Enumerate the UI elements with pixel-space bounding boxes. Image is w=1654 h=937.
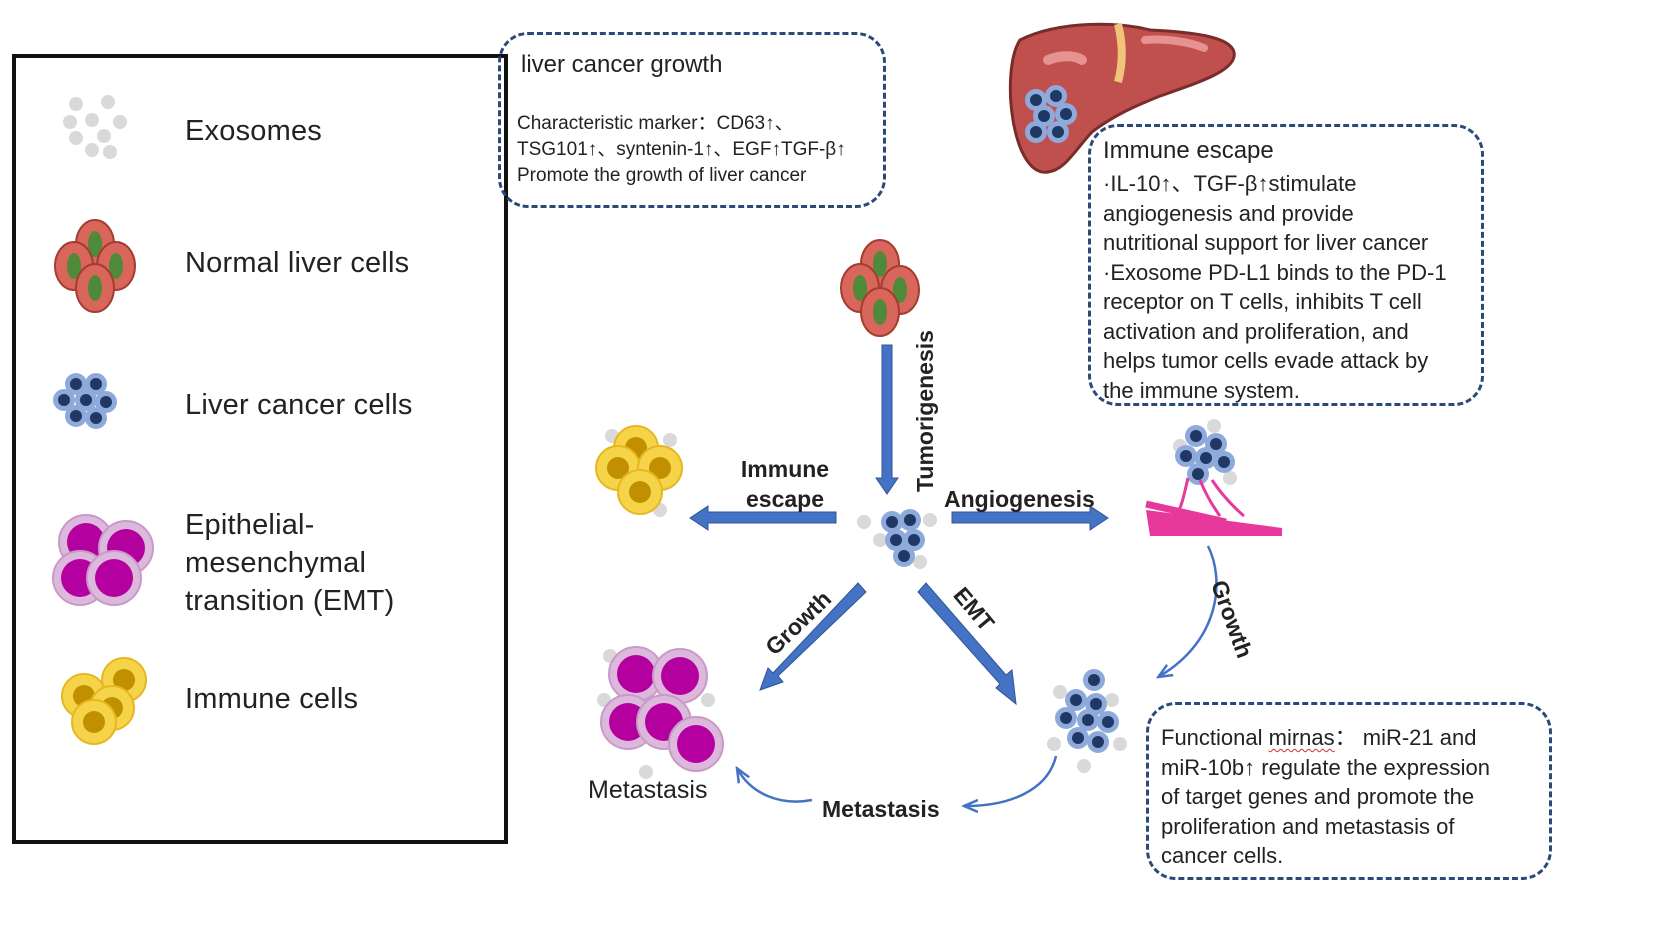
immune-box-title: Immune escape bbox=[1103, 137, 1274, 164]
growth-box-text: Characteristic marker：CD63↑、 TSG101↑、syn… bbox=[517, 113, 846, 186]
arrow-tumorigenesis bbox=[875, 344, 899, 495]
legend-normal-liver-cells-icon bbox=[54, 219, 136, 313]
label-immune-escape: Immune escape bbox=[740, 456, 830, 512]
legend-exosomes-icon bbox=[63, 95, 127, 159]
center-normal-liver-cells bbox=[840, 239, 920, 337]
arrow-growth-left bbox=[759, 582, 867, 691]
legend-label-normal-liver-cells: Normal liver cells bbox=[185, 247, 410, 279]
label-metastasis-arrow: Metastasis bbox=[822, 796, 940, 822]
angiogenesis-cluster bbox=[1145, 419, 1282, 536]
metastasis-emt-cluster bbox=[597, 646, 724, 779]
arrow-metastasis-left bbox=[738, 770, 813, 803]
legend-box bbox=[12, 54, 508, 844]
liver-icon bbox=[1008, 22, 1236, 174]
liver-cancer-growth-box: liver cancer growth Characteristic marke… bbox=[498, 32, 886, 208]
label-metastasis-node: Metastasis bbox=[588, 776, 708, 804]
center-cancer-cluster bbox=[857, 509, 937, 569]
legend-label-emt: Epithelial- mesenchymal transition (EMT) bbox=[185, 509, 395, 617]
legend-immune-cells-icon bbox=[61, 657, 147, 745]
legend-liver-cancer-cells-icon bbox=[53, 373, 117, 429]
immune-box-text: ·IL-10↑、TGF-β↑stimulate angiogenesis and… bbox=[1103, 171, 1447, 403]
arrow-angiogenesis bbox=[951, 505, 1109, 531]
legend-label-liver-cancer-cells: Liver cancer cells bbox=[185, 389, 413, 421]
functional-mirnas-box: Functional mirnas： miR-21 and miR-10b↑ r… bbox=[1146, 702, 1552, 880]
arrow-immune-escape bbox=[689, 505, 837, 531]
immune-escape-box: Immune escape ·IL-10↑、TGF-β↑stimulate an… bbox=[1088, 124, 1484, 406]
growth-box-title: liver cancer growth bbox=[521, 51, 723, 78]
label-tumorigenesis: Tumorigenesis bbox=[912, 330, 938, 492]
arrow-growth-right bbox=[1160, 545, 1218, 676]
mirna-box-text: Functional mirnas： miR-21 and miR-10b↑ r… bbox=[1161, 725, 1490, 868]
legend-emt-icon bbox=[52, 514, 154, 606]
label-angiogenesis: Angiogenesis bbox=[944, 486, 1095, 512]
bottom-cancer-cluster bbox=[1047, 669, 1127, 773]
immune-cells-cluster bbox=[595, 425, 683, 517]
legend-label-immune-cells: Immune cells bbox=[185, 683, 359, 715]
legend-label-exosomes: Exosomes bbox=[185, 115, 322, 147]
arrow-metastasis-right bbox=[966, 755, 1058, 806]
arrow-emt bbox=[917, 582, 1017, 706]
